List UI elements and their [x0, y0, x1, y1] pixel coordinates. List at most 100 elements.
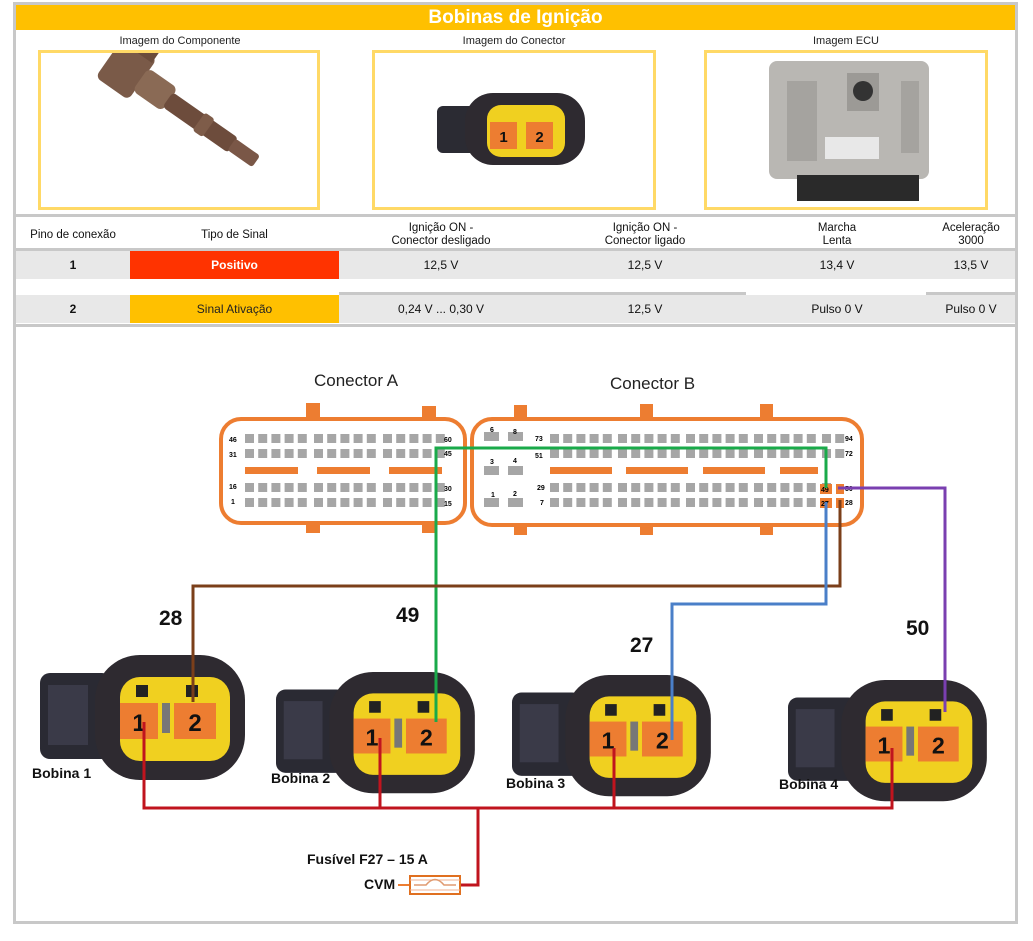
coil-divider [162, 703, 170, 733]
connector-a-pin [297, 483, 307, 492]
connector-b-pin [738, 434, 748, 443]
connector-a-pin [271, 498, 281, 507]
cell-ign-off: 12,5 V [423, 258, 459, 272]
connector-a-pin [245, 449, 254, 458]
connector-b-pin [793, 449, 803, 458]
connector-b-pin [618, 449, 627, 458]
connector-b-pin [806, 449, 816, 458]
connector-a-pin [383, 449, 392, 458]
th-accel-line2: 3000 [958, 235, 984, 247]
connector-a-pin [353, 449, 363, 458]
connector-a-key [389, 467, 442, 474]
coil-pin-2-marker [641, 721, 683, 757]
pin-label: 2 [513, 491, 517, 498]
connector-b-pin [589, 483, 599, 492]
connector-b-pin [754, 498, 763, 507]
pin-label: 4 [513, 458, 517, 465]
connector-b-pin [563, 434, 573, 443]
pin-label: 51 [535, 453, 543, 460]
pin-label: 31 [229, 452, 237, 459]
connector-a-pin [314, 434, 323, 443]
connector-b-pin [602, 434, 612, 443]
connector-b-pin [699, 434, 709, 443]
connector-a-pin [366, 483, 376, 492]
connector-b-pin [780, 449, 790, 458]
connector-a-pin [314, 498, 323, 507]
connector-b-pin [806, 434, 816, 443]
cell-idle: Pulso 0 V [811, 302, 863, 316]
connector-a-pin [422, 449, 432, 458]
coil-divider [906, 726, 915, 756]
connector-b-pin [618, 498, 627, 507]
connector-a-pin [435, 483, 445, 492]
wires [142, 446, 947, 887]
connector-b-pin [780, 498, 790, 507]
connector-a-pin [258, 483, 268, 492]
ecu-fins-left [787, 81, 817, 161]
th-signal-type: Tipo de Sinal [201, 229, 268, 241]
connector-b-pin [780, 434, 790, 443]
connector-b-pin [699, 498, 709, 507]
pin-label: 72 [845, 451, 853, 458]
connector-a-pin [396, 483, 406, 492]
connector-b-power-pin [484, 498, 499, 507]
connector-a-pin [340, 434, 350, 443]
th-idle-line2: Lenta [822, 235, 852, 247]
connector-a-pin [353, 483, 363, 492]
th-ign-on-line2: Conector ligado [604, 235, 686, 247]
connector-a-pin [340, 449, 350, 458]
connector-b-pin [793, 498, 803, 507]
connector-b-pin [602, 498, 612, 507]
ecu-illustration [769, 61, 929, 201]
pin-2-marker [526, 122, 553, 149]
fuse-element-icon [414, 878, 456, 886]
connector-b-key [780, 467, 818, 474]
connector-b-pin [589, 434, 599, 443]
connector-a-tab [306, 403, 320, 419]
fuse-source-label: CVM [364, 876, 396, 892]
pin-label: 6 [490, 427, 494, 434]
divider [16, 214, 1015, 217]
pin-label: 28 [845, 500, 853, 507]
connector-a-pin [297, 434, 307, 443]
divider [16, 324, 1015, 327]
connector-a-outline [219, 417, 467, 525]
connector-b-pin [699, 449, 709, 458]
ecu-image-label: Imagem ECU [812, 35, 880, 47]
connector-a-pin [340, 483, 350, 492]
cell-ign-on: 12,5 V [627, 302, 663, 316]
connector-b-pin [563, 498, 573, 507]
connector-b-pin [550, 498, 559, 507]
connector-b-pin [767, 449, 777, 458]
coil-pin-1-text: 1 [132, 710, 145, 737]
th-accel-line1: Aceleração [942, 222, 1000, 234]
pin-2-text: 2 [535, 129, 543, 146]
connector-b-tab [514, 405, 527, 419]
connector-b-tab [640, 404, 653, 419]
connector-b-pin [793, 483, 803, 492]
connector-b-pin [712, 434, 722, 443]
pin-label: 16 [229, 484, 237, 491]
connector-a-pin [409, 434, 419, 443]
connector-a-pin [435, 449, 445, 458]
coil-label-1: Bobina 1 [32, 765, 92, 781]
page-title: Bobinas de Ignição [16, 5, 1015, 30]
connector-a-pin [327, 498, 337, 507]
coil-ring [193, 113, 214, 137]
connector-b-pin [754, 434, 763, 443]
connector-a-pin [284, 449, 294, 458]
connector-b-pin [631, 498, 641, 507]
connector-a-tab [422, 406, 436, 419]
connector-b-pin [618, 483, 627, 492]
wire-50-purple [838, 486, 947, 712]
connector-a-pin [353, 498, 363, 507]
connector-b-pin [670, 498, 680, 507]
connector-a-pin [435, 434, 445, 443]
connector-a-pin [383, 483, 392, 492]
connector-b-pin [589, 498, 599, 507]
coil-pin-2-text: 2 [656, 728, 669, 754]
connector-b-pin [563, 449, 573, 458]
ignition-coil-illustration [97, 53, 259, 167]
